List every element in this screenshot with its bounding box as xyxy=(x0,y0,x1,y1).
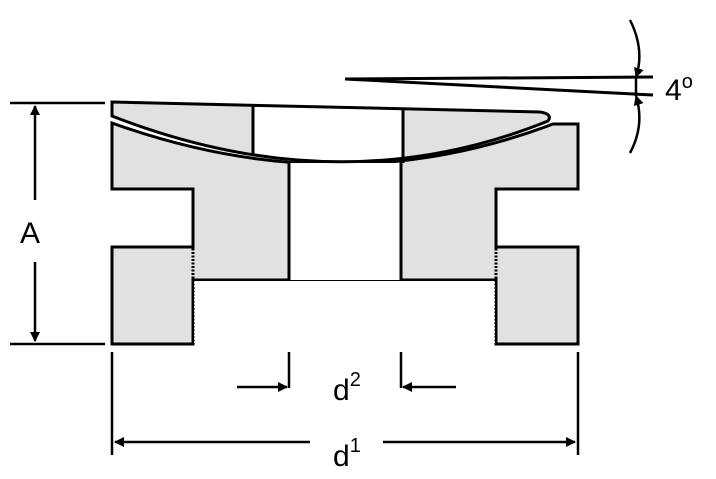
center-bore xyxy=(289,163,401,280)
outer-diameter-label: d1 xyxy=(333,435,361,473)
height-dimension: A xyxy=(10,101,105,346)
spring-disc xyxy=(110,100,551,164)
height-label: A xyxy=(20,217,40,250)
angle-dimension: 4o xyxy=(344,19,693,154)
inner-diameter-dimension: d2 xyxy=(237,352,456,407)
lower-cavity xyxy=(194,281,495,343)
angle-label: 4o xyxy=(665,71,693,107)
outer-diameter-dimension: d1 xyxy=(110,352,580,473)
inner-diameter-label: d2 xyxy=(333,369,361,407)
